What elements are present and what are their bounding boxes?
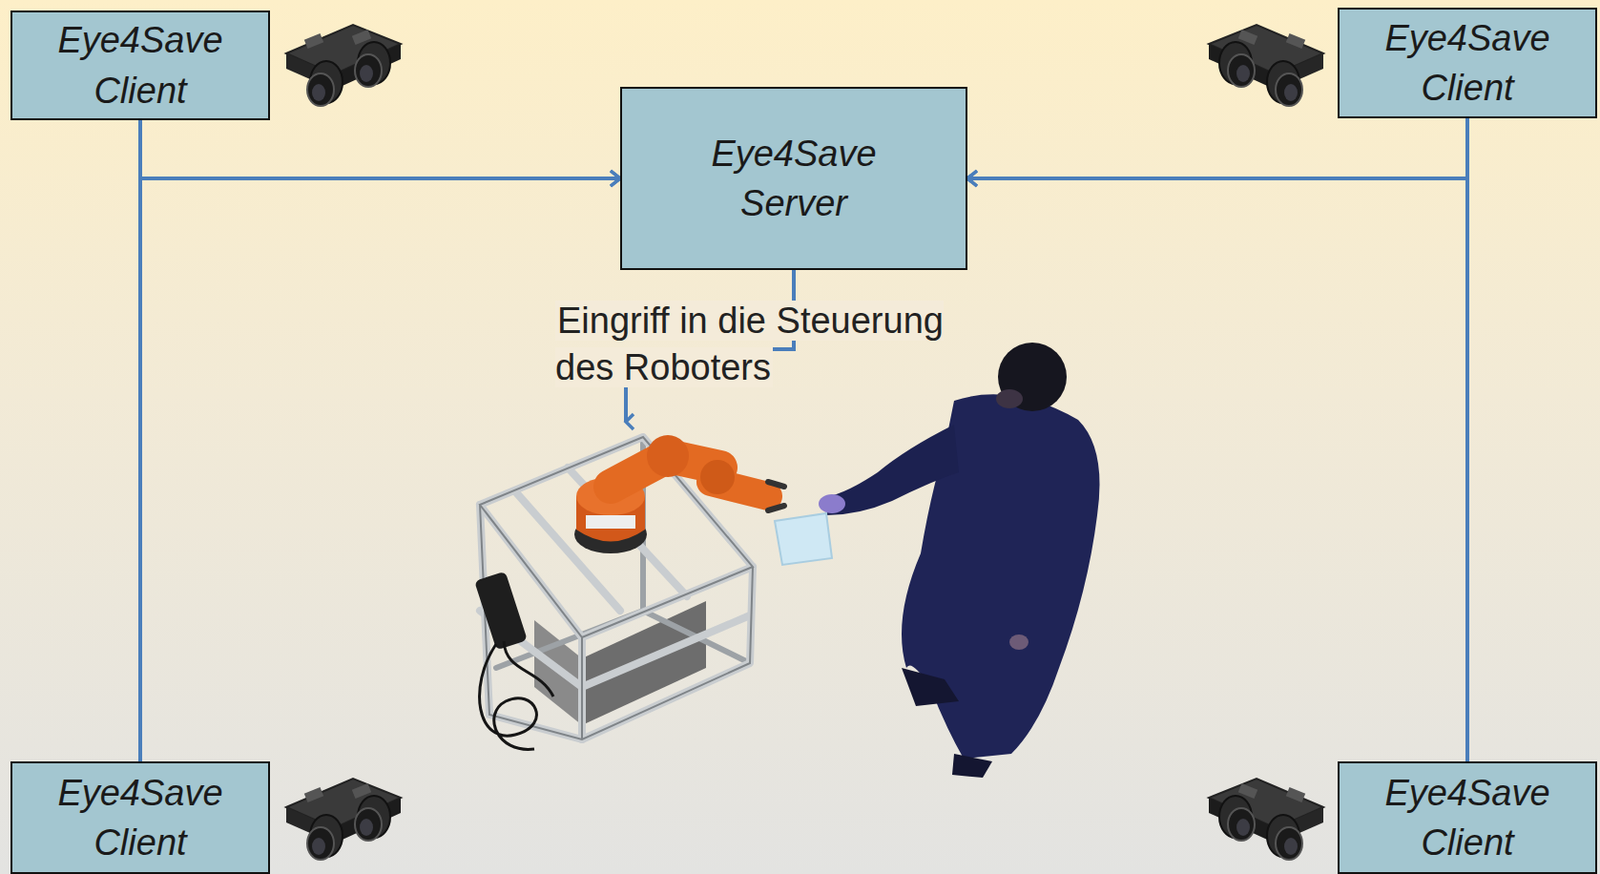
stereo-camera xyxy=(286,778,401,860)
person-top-view xyxy=(774,342,1101,778)
box-label: Eye4Save Client xyxy=(30,768,250,869)
data-connector xyxy=(140,120,621,179)
control-arrow xyxy=(625,270,794,422)
stereo-camera xyxy=(1208,778,1324,860)
server-box: Eye4Save Server xyxy=(620,86,968,271)
stereo-camera xyxy=(1208,24,1324,106)
client-box: Eye4Save Client xyxy=(1337,761,1598,874)
data-connector xyxy=(967,178,1468,762)
control-label: Eingriff in die Steuerung des Roboters xyxy=(555,297,1004,393)
stereo-camera xyxy=(286,24,401,106)
robot-cell xyxy=(474,435,785,749)
client-box: Eye4Save Client xyxy=(10,10,271,121)
box-label: Eye4Save Client xyxy=(30,15,250,116)
box-label: Eye4Save Client xyxy=(1357,13,1578,114)
label-text: Eingriff in die Steuerung des Roboters xyxy=(555,300,944,388)
client-box: Eye4Save Client xyxy=(10,761,271,874)
data-connector xyxy=(967,118,1468,179)
box-label: Eye4Save Server xyxy=(684,128,904,229)
data-connector xyxy=(140,178,621,762)
box-label: Eye4Save Client xyxy=(1357,768,1578,869)
client-box: Eye4Save Client xyxy=(1337,7,1598,119)
